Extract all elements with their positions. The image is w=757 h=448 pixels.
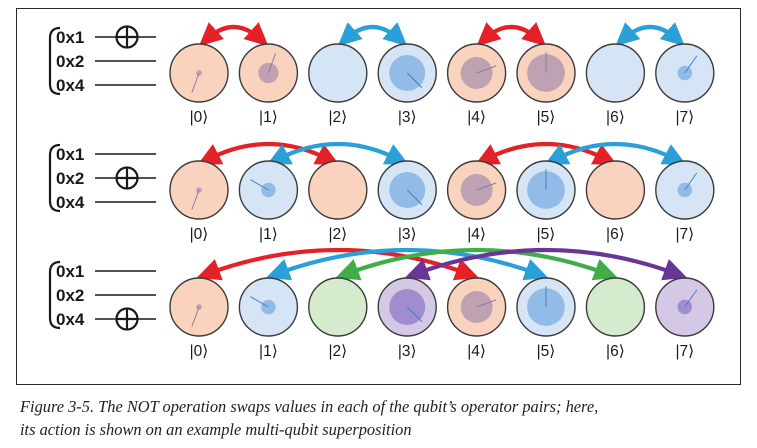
row-1: 0x1 0x2 0x4 |0⟩ |1⟩ |2⟩ |3⟩ |4⟩ |5⟩ |6⟩ |7⟩ bbox=[48, 25, 715, 126]
swap-arrow-blue bbox=[337, 22, 408, 47]
state-label: |2⟩ bbox=[328, 226, 347, 243]
state-circle: |0⟩ bbox=[169, 43, 229, 126]
rows-layer: 0x10x20x4|0⟩|1⟩|2⟩|3⟩|4⟩|5⟩|6⟩|7⟩0x10x20… bbox=[48, 25, 715, 360]
state-circle: |0⟩ bbox=[169, 277, 229, 360]
state-label: |6⟩ bbox=[606, 226, 625, 243]
state-label: |6⟩ bbox=[606, 109, 625, 126]
swap-arrows-layer bbox=[196, 22, 688, 281]
state-label: |4⟩ bbox=[467, 226, 486, 243]
qubit-label-0x1: 0x1 bbox=[56, 145, 84, 164]
state-label: |5⟩ bbox=[537, 109, 556, 126]
state-label: |5⟩ bbox=[537, 226, 556, 243]
swap-arrow-blue bbox=[544, 141, 687, 166]
phase-line bbox=[267, 53, 277, 74]
qubit-label-0x2: 0x2 bbox=[56, 286, 84, 305]
state-circle: |5⟩ bbox=[516, 43, 576, 126]
swap-arrow-blue bbox=[266, 141, 409, 166]
phase-line bbox=[191, 189, 200, 210]
state-label: |0⟩ bbox=[190, 109, 209, 126]
qubit-bracket bbox=[48, 26, 61, 96]
amplitude-disc bbox=[196, 70, 202, 76]
state-circle: |3⟩ bbox=[377, 160, 437, 243]
state-circle: |5⟩ bbox=[516, 160, 576, 243]
state-circle: |7⟩ bbox=[655, 277, 715, 360]
state-label: |3⟩ bbox=[398, 109, 417, 126]
not-gate-icon bbox=[115, 166, 139, 190]
state-label: |6⟩ bbox=[606, 343, 625, 360]
state-circle: |6⟩ bbox=[585, 277, 646, 360]
state-circle: |7⟩ bbox=[655, 160, 715, 243]
state-label: |1⟩ bbox=[259, 226, 278, 243]
phase-line bbox=[406, 189, 423, 206]
phase-line bbox=[684, 172, 698, 191]
state-circle: |3⟩ bbox=[377, 277, 437, 360]
state-label: |7⟩ bbox=[675, 226, 694, 243]
state-circle: |7⟩ bbox=[655, 43, 715, 126]
state-circle: |4⟩ bbox=[446, 43, 507, 126]
state-circle: |1⟩ bbox=[238, 160, 299, 243]
state-circle: |4⟩ bbox=[446, 160, 507, 243]
state-label: |2⟩ bbox=[328, 343, 347, 360]
phase-line bbox=[406, 72, 423, 89]
phase-line bbox=[476, 299, 497, 308]
state-label: |3⟩ bbox=[398, 343, 417, 360]
state-circle: |2⟩ bbox=[308, 43, 368, 126]
phase-line bbox=[191, 306, 200, 327]
state-label: |4⟩ bbox=[467, 109, 486, 126]
phase-line bbox=[250, 296, 269, 308]
state-label: |7⟩ bbox=[675, 343, 694, 360]
caption-line-1: Figure 3-5. The NOT operation swaps valu… bbox=[20, 397, 599, 416]
qubit-label-0x1: 0x1 bbox=[56, 28, 84, 47]
swap-arrow-purple bbox=[404, 247, 688, 281]
state-label: |4⟩ bbox=[467, 343, 486, 360]
qubit-label-0x4: 0x4 bbox=[56, 193, 85, 212]
state-circle: |2⟩ bbox=[308, 160, 368, 243]
state-circle: |0⟩ bbox=[169, 160, 229, 243]
phase-line bbox=[476, 65, 497, 74]
state-label: |5⟩ bbox=[537, 343, 556, 360]
state-circle: |1⟩ bbox=[238, 277, 299, 360]
state-circle: |3⟩ bbox=[377, 43, 437, 126]
state-label: |1⟩ bbox=[259, 343, 278, 360]
qubit-bracket bbox=[48, 260, 61, 330]
qubit-bracket bbox=[48, 143, 61, 213]
state-circle: |5⟩ bbox=[516, 277, 576, 360]
qubit-label-0x2: 0x2 bbox=[56, 169, 84, 188]
figure-caption: Figure 3-5. The NOT operation swaps valu… bbox=[20, 395, 740, 441]
phase-line bbox=[250, 179, 269, 191]
row-3: 0x1 0x2 0x4 |0⟩ |1⟩ |2⟩ |3⟩ |4⟩ |5⟩ |6⟩ |7⟩ bbox=[48, 260, 715, 360]
qubit-label-0x2: 0x2 bbox=[56, 52, 84, 71]
state-circle: |4⟩ bbox=[446, 277, 507, 360]
state-label: |3⟩ bbox=[398, 226, 417, 243]
state-label: |2⟩ bbox=[328, 109, 347, 126]
row-2: 0x1 0x2 0x4 |0⟩ |1⟩ |2⟩ |3⟩ |4⟩ |5⟩ |6⟩ |7⟩ bbox=[48, 143, 715, 243]
not-gate-icon bbox=[115, 25, 139, 49]
state-label: |0⟩ bbox=[190, 226, 209, 243]
phase-line bbox=[191, 72, 200, 93]
state-label: |1⟩ bbox=[259, 109, 278, 126]
amplitude-disc bbox=[460, 291, 493, 323]
state-label: |0⟩ bbox=[190, 343, 209, 360]
phase-line bbox=[406, 306, 423, 323]
swap-arrow-blue bbox=[615, 22, 685, 47]
phase-line bbox=[684, 55, 698, 74]
state-circle: |6⟩ bbox=[585, 160, 646, 243]
phase-line bbox=[476, 182, 497, 191]
state-circle: |6⟩ bbox=[585, 43, 646, 126]
amplitude-disc bbox=[460, 174, 493, 206]
caption-line-2: its action is shown on an example multi-… bbox=[20, 420, 412, 439]
state-label: |7⟩ bbox=[675, 109, 694, 126]
qubit-label-0x4: 0x4 bbox=[56, 310, 85, 329]
phase-line bbox=[684, 289, 698, 308]
swap-arrow-red bbox=[198, 22, 269, 47]
qubit-not-diagram: 0x10x20x4|0⟩|1⟩|2⟩|3⟩|4⟩|5⟩|6⟩|7⟩0x10x20… bbox=[48, 22, 715, 360]
state-circle: |1⟩ bbox=[238, 43, 299, 126]
state-circle: |2⟩ bbox=[308, 277, 368, 360]
swap-arrow-red bbox=[476, 22, 547, 47]
qubit-label-0x1: 0x1 bbox=[56, 262, 84, 281]
qubit-label-0x4: 0x4 bbox=[56, 76, 85, 95]
amplitude-disc bbox=[460, 57, 493, 89]
not-gate-icon bbox=[115, 307, 139, 331]
